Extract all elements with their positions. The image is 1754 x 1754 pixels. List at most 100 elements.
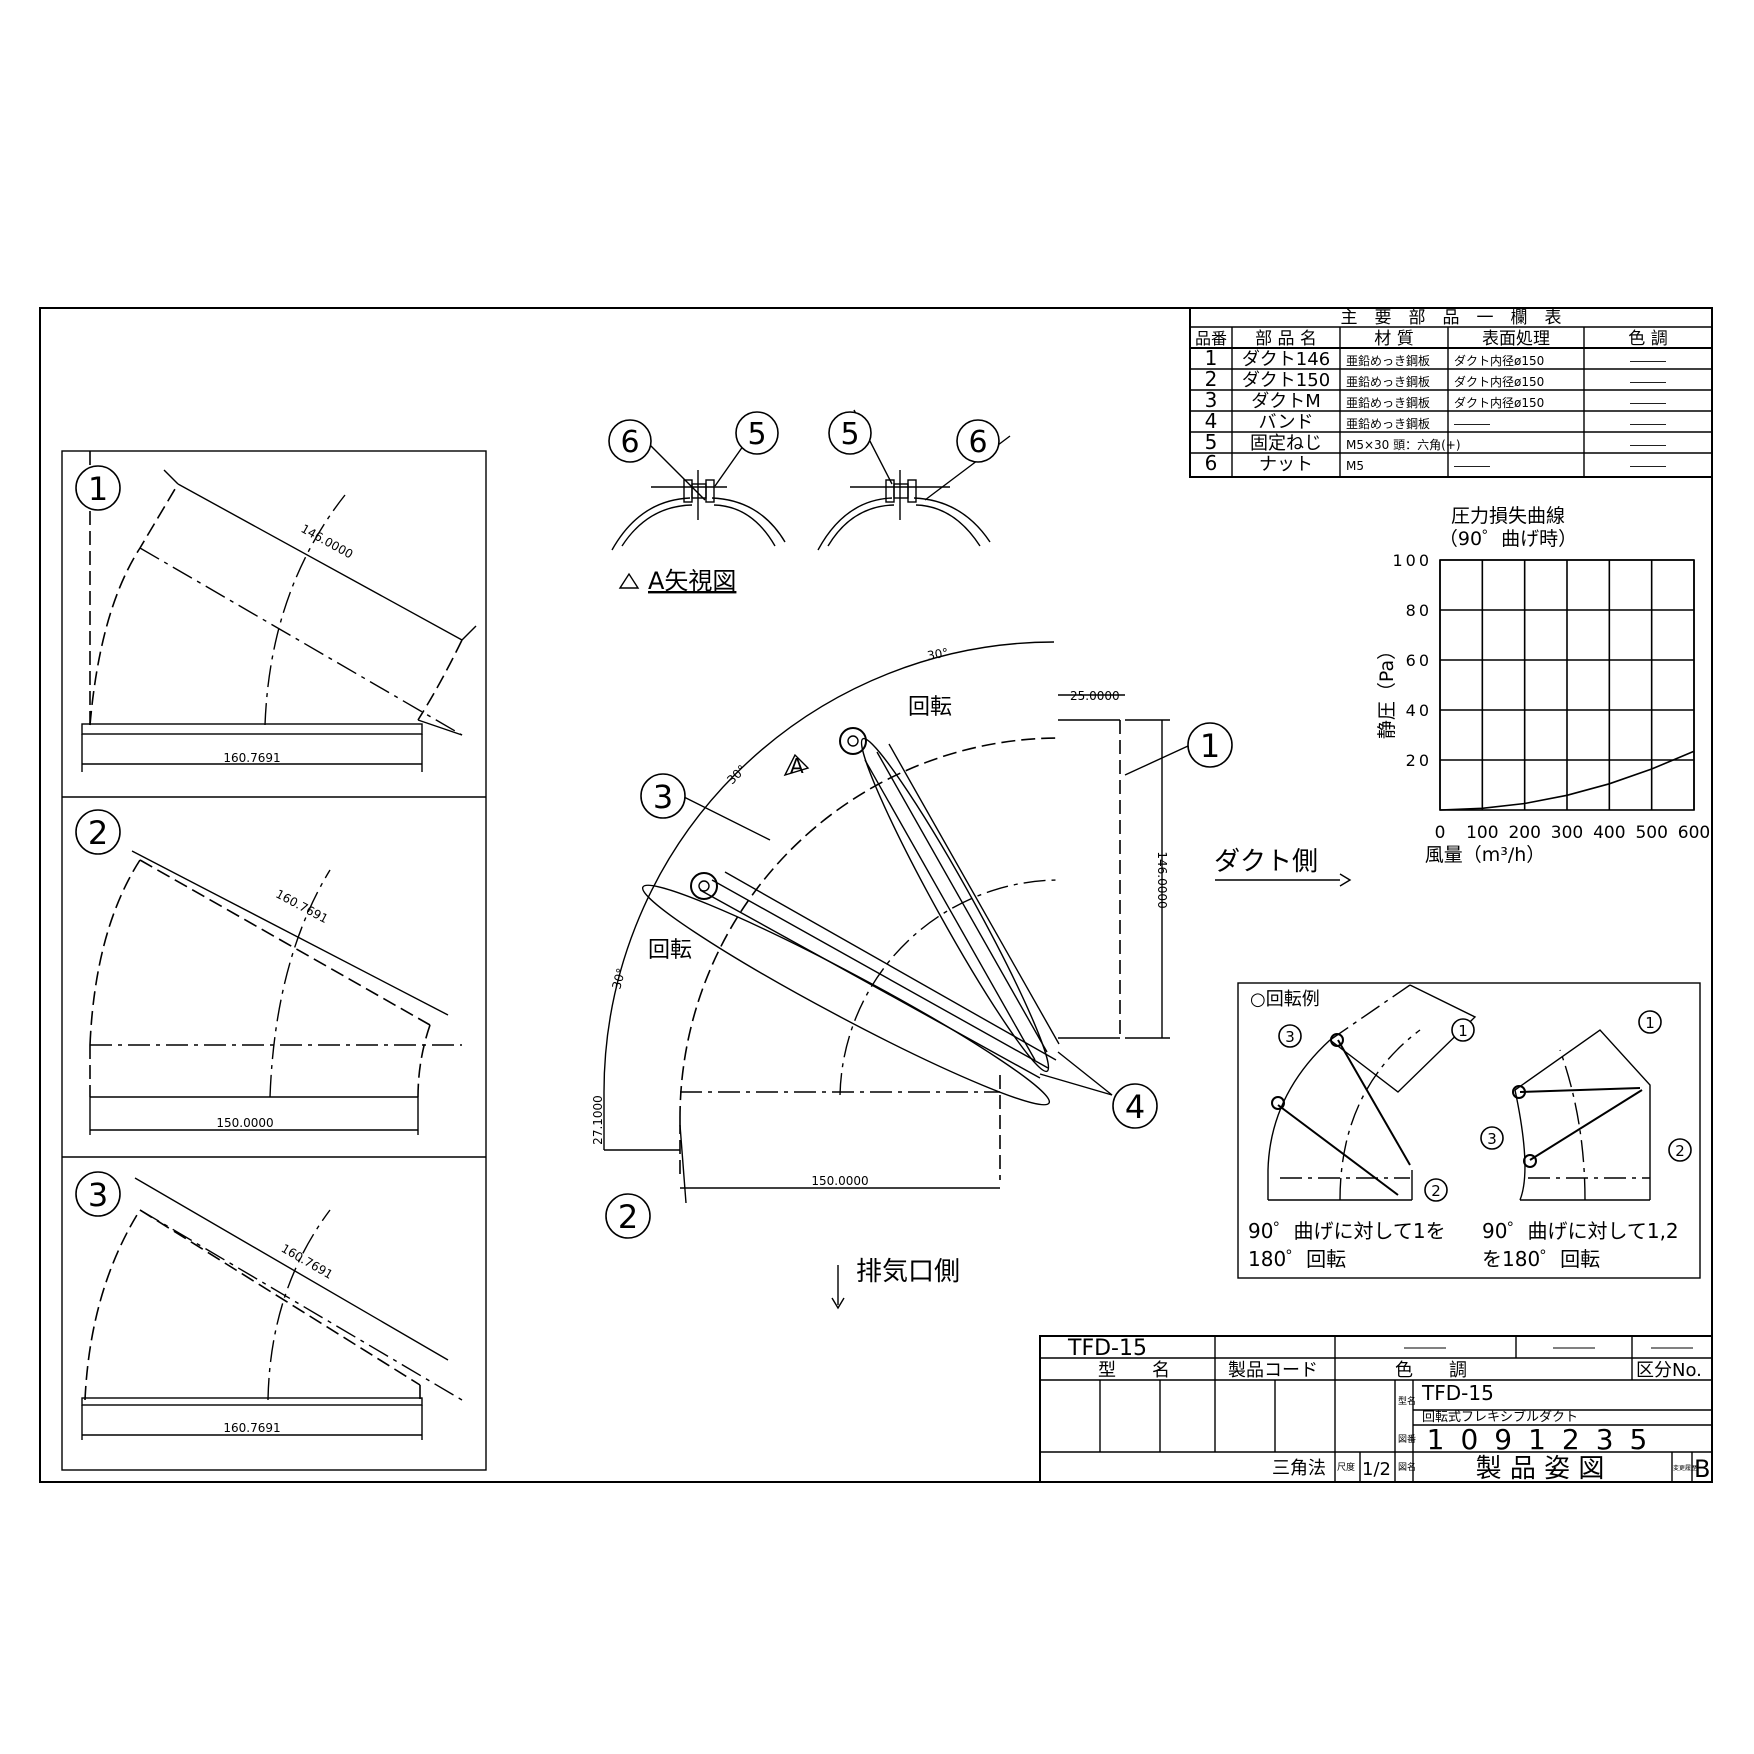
dim-top: 25.0000 <box>1070 689 1120 703</box>
tb-color-value: ――― <box>1651 1340 1693 1356</box>
header-material: 材 質 <box>1374 329 1413 349</box>
rot-right-balloon-1 <box>1638 1010 1662 1034</box>
part-color-1: ――― <box>1630 354 1666 368</box>
view-a-label: A矢視図 <box>648 567 736 595</box>
left-view-2-balloon <box>75 809 121 855</box>
left-view-1-dim-base: 160.7691 <box>223 751 280 765</box>
part-surface-1: ダクト内径ø150 <box>1454 353 1544 368</box>
part-material-3: 亜鉛めっき鋼板 <box>1346 396 1430 410</box>
tb-drawing-no-tag: 図番 <box>1398 1433 1416 1445</box>
main-balloon-2-label: 2 <box>618 1198 638 1236</box>
rot-caption-left-2: 180゜回転 <box>1248 1247 1346 1271</box>
tb-type-tag: 型名 <box>1398 1395 1416 1407</box>
main-balloon-4 <box>1112 1083 1158 1129</box>
tb-drawing-name: 製 品 姿 図 <box>1476 1454 1605 1484</box>
dim-left: 27.1000 <box>591 1095 605 1145</box>
chart-xtick-label: 600 <box>1678 823 1710 843</box>
rot-right-balloon-3-label: 3 <box>1487 1130 1497 1148</box>
view-a-balloon-5-right-label: 5 <box>840 417 859 452</box>
tb-projection: 三角法 <box>1272 1458 1326 1479</box>
view-a-balloon-5-right <box>828 411 872 455</box>
view-a-triangle-icon <box>618 572 640 589</box>
tb-color-label: 色 調 <box>1395 1360 1467 1381</box>
part-no-1: 1 <box>1205 346 1218 370</box>
part-material-4: 亜鉛めっき鋼板 <box>1346 417 1430 431</box>
tb-model-value: TFD-15 <box>1067 1336 1147 1361</box>
tb-code-value: ――― <box>1404 1340 1446 1356</box>
main-balloon-2 <box>605 1193 651 1239</box>
part-color-3: ――― <box>1630 396 1666 410</box>
left-view-3-dim-long: 160.7691 <box>279 1241 336 1282</box>
rot-caption-right-1: 90゜曲げに対して1,2 <box>1482 1219 1679 1243</box>
left-view-2: 2 160.7691 150.0000 <box>75 809 462 1135</box>
main-balloon-3 <box>640 773 686 819</box>
tb-product-model: TFD-15 <box>1421 1381 1494 1405</box>
tb-model-label: 型 名 <box>1098 1360 1170 1381</box>
chart-ytick-label: 60 <box>1406 651 1432 670</box>
rotation-pin-lower <box>690 872 718 900</box>
part-name-2: ダクト150 <box>1242 370 1330 391</box>
part-surface-2: ダクト内径ø150 <box>1454 374 1544 389</box>
main-balloon-3-label: 3 <box>653 778 673 816</box>
duct-side-label: ダクト側 <box>1214 847 1318 877</box>
rot-caption-left-1: 90゜曲げに対して1を <box>1248 1219 1446 1243</box>
rotation-label-upper: 回転 <box>908 695 952 720</box>
chart-xtick-label: 100 <box>1466 823 1498 843</box>
left-view-3-dim-base: 160.7691 <box>223 1421 280 1435</box>
chart-subtitle: （90゜曲げ時） <box>1439 528 1577 550</box>
rot-left-balloon-3 <box>1278 1024 1302 1048</box>
view-a-balloon-6-right <box>956 419 1000 463</box>
part-name-3: ダクトM <box>1251 391 1321 412</box>
chart-xtick-label: 200 <box>1508 823 1540 843</box>
rotation-examples-title: ○回転例 <box>1250 989 1320 1010</box>
part-name-1: ダクト146 <box>1242 349 1330 370</box>
part-material-2: 亜鉛めっき鋼板 <box>1346 375 1430 389</box>
tb-class-label: 区分No. <box>1636 1360 1702 1381</box>
rotation-examples: ○回転例 3 1 2 1 3 2 90゜曲げに対して1 <box>1237 982 1701 1279</box>
chart-xtick-label: 300 <box>1551 823 1583 843</box>
angle-label-top: 30° <box>926 645 949 662</box>
left-views-frame <box>61 450 487 1471</box>
rot-left-balloon-1 <box>1451 1018 1475 1042</box>
part-no-2: 2 <box>1205 367 1218 391</box>
part-color-6: ――― <box>1630 459 1666 473</box>
a-arrow-view: 6 5 5 6 A矢視図 <box>608 409 1011 595</box>
rot-left-balloon-2-label: 2 <box>1431 1182 1441 1200</box>
tb-product-name: 回転式フレキシブルダクト <box>1422 1409 1578 1425</box>
part-name-6: ナット <box>1259 454 1313 475</box>
dim-right: 146.0000 <box>1155 851 1169 908</box>
view-a-marker: A <box>790 754 804 778</box>
view-a-balloon-6-left <box>608 419 652 463</box>
rot-caption-right-2: を180゜回転 <box>1482 1247 1600 1271</box>
left-view-3-balloon <box>75 1171 121 1217</box>
rot-left-balloon-2 <box>1424 1178 1448 1202</box>
rot-right-balloon-2 <box>1668 1138 1692 1162</box>
part-surface-3: ダクト内径ø150 <box>1454 395 1544 410</box>
rot-right-balloon-3 <box>1480 1126 1504 1150</box>
part-material-6: M5 <box>1346 459 1364 473</box>
header-surface: 表面処理 <box>1482 329 1550 349</box>
chart-ytick-label: 40 <box>1406 701 1432 720</box>
part-no-5: 5 <box>1205 430 1218 454</box>
main-elbow-view: A 1 2 3 4 30° 30° 30° 回転 回転 25.0000 146.… <box>591 641 1352 1310</box>
chart-xtick-label: 400 <box>1593 823 1625 843</box>
title-block: TFD-15 型 名 ――― 製品コード ――― 色 調 ――― 区分No. 型… <box>1039 1335 1713 1484</box>
view-a-balloon-5-left-label: 5 <box>747 417 766 452</box>
part-no-4: 4 <box>1205 409 1218 433</box>
chart-ytick-label: 20 <box>1406 751 1432 770</box>
tb-drawing-name-tag: 図名 <box>1398 1461 1416 1473</box>
angle-label-middle: 30° <box>724 762 749 787</box>
header-name: 部 品 名 <box>1255 329 1317 349</box>
chart-title: 圧力損失曲線 <box>1451 505 1565 527</box>
rot-right-balloon-1-label: 1 <box>1645 1014 1655 1032</box>
chart-ytick-label: 80 <box>1406 601 1432 620</box>
tb-drawing-number: 1091235 <box>1427 1423 1664 1456</box>
parts-table-title: 主 要 部 品 一 欄 表 <box>1341 308 1562 328</box>
chart-ylabel: 静圧（Pa） <box>1376 641 1398 739</box>
left-view-1-balloon <box>75 465 121 511</box>
left-view-3-number: 3 <box>88 1176 108 1214</box>
part-material-1: 亜鉛めっき鋼板 <box>1346 354 1430 368</box>
left-view-2-dim-long: 160.7691 <box>273 887 330 926</box>
tb-revision: B <box>1694 1455 1710 1483</box>
